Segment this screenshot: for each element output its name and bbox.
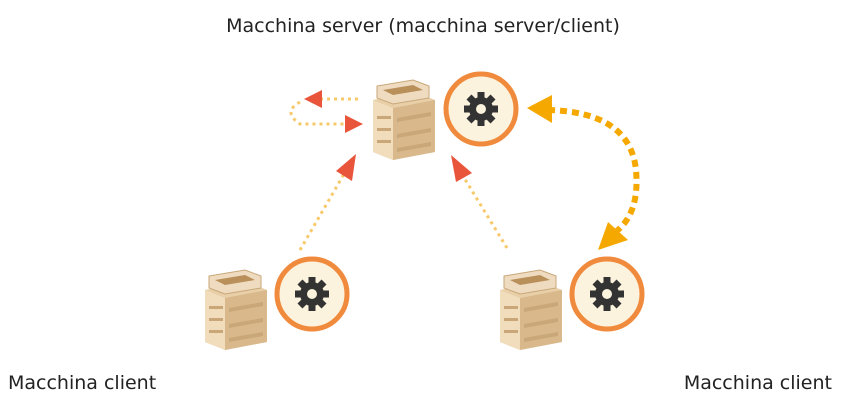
server-client-sync-arrow bbox=[527, 95, 640, 250]
client-right-printer-icon bbox=[499, 269, 563, 351]
client-right-gear-icon bbox=[572, 259, 642, 329]
server-machine-label: Macchina server (macchina server/client) bbox=[226, 15, 620, 37]
client-left-printer-icon bbox=[204, 269, 268, 351]
client-machine-label-right: Macchina client bbox=[683, 372, 832, 394]
server-self-loop-arrow bbox=[289, 90, 363, 133]
right-client-to-server-arrow bbox=[451, 155, 509, 249]
left-client-to-server-arrow bbox=[298, 154, 356, 251]
server-printer-icon bbox=[372, 79, 436, 161]
server-gear-icon bbox=[446, 74, 516, 144]
client-left-gear-icon bbox=[277, 259, 347, 329]
client-machine-label-left: Macchina client bbox=[8, 372, 157, 394]
